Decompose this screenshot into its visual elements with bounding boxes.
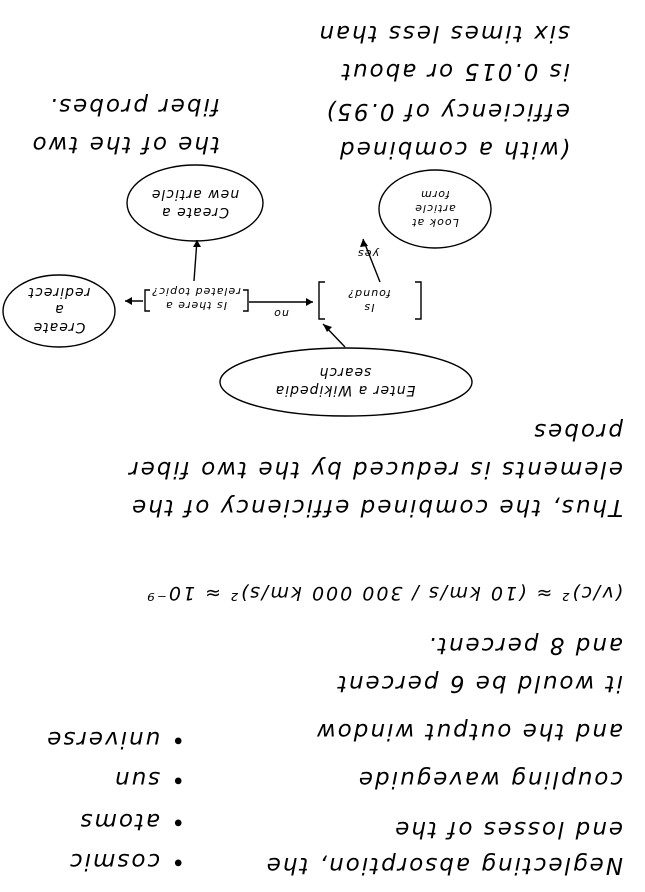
yes-bubble-line: article bbox=[414, 202, 456, 216]
search-box bbox=[318, 281, 422, 320]
yes-label: yes bbox=[357, 247, 380, 260]
related-topic-box-text: Is there a related topic? bbox=[147, 285, 245, 312]
redirect-bubble-line: Create bbox=[32, 319, 86, 335]
arrowhead bbox=[360, 239, 368, 247]
search-bubble-line: Enter a Wikipedia bbox=[274, 382, 416, 398]
yes-bubble bbox=[378, 169, 492, 249]
search-box-line: Is bbox=[363, 301, 375, 314]
search-bubble-line: search bbox=[318, 364, 372, 381]
redirect-bubble bbox=[2, 274, 116, 348]
create-article-line: new article bbox=[150, 186, 240, 203]
arrowhead bbox=[306, 298, 313, 306]
text-line-13: is 0.015 or about bbox=[339, 58, 570, 84]
search-box-text: Is found? bbox=[325, 287, 413, 314]
yes-bubble-line: form bbox=[420, 188, 450, 202]
search-bubble bbox=[219, 347, 473, 417]
arrowhead bbox=[125, 297, 132, 305]
search-bubble-text: Enter a Wikipedia search bbox=[250, 363, 440, 399]
redirect-bubble-line: a bbox=[54, 301, 64, 318]
create-article-line: Create a bbox=[161, 204, 229, 220]
no-label: no bbox=[273, 307, 289, 320]
arrowhead bbox=[193, 240, 201, 247]
search-box-line: found? bbox=[347, 287, 391, 301]
text-line-11: (with a combined bbox=[338, 136, 570, 162]
related-topic-line: related topic? bbox=[151, 285, 241, 299]
text-line-15: the of the two bbox=[30, 131, 221, 157]
redirect-bubble-text: Create a redirect bbox=[9, 283, 109, 335]
text-line-12: efficiency of 0.95) bbox=[324, 98, 570, 124]
create-article-bubble-text: Create a new article bbox=[135, 185, 255, 221]
related-topic-line: Is there a bbox=[164, 299, 228, 312]
arrowhead bbox=[323, 324, 332, 332]
text-line-14: six times less than bbox=[317, 20, 570, 46]
redirect-bubble-line: redirect bbox=[27, 284, 91, 300]
text-line-16: fiber probes. bbox=[47, 93, 220, 119]
related-topic-box bbox=[144, 289, 249, 312]
yes-bubble-line: Look at bbox=[411, 216, 459, 229]
create-article-bubble bbox=[126, 164, 264, 242]
yes-bubble-text: Look at article form bbox=[385, 188, 485, 230]
